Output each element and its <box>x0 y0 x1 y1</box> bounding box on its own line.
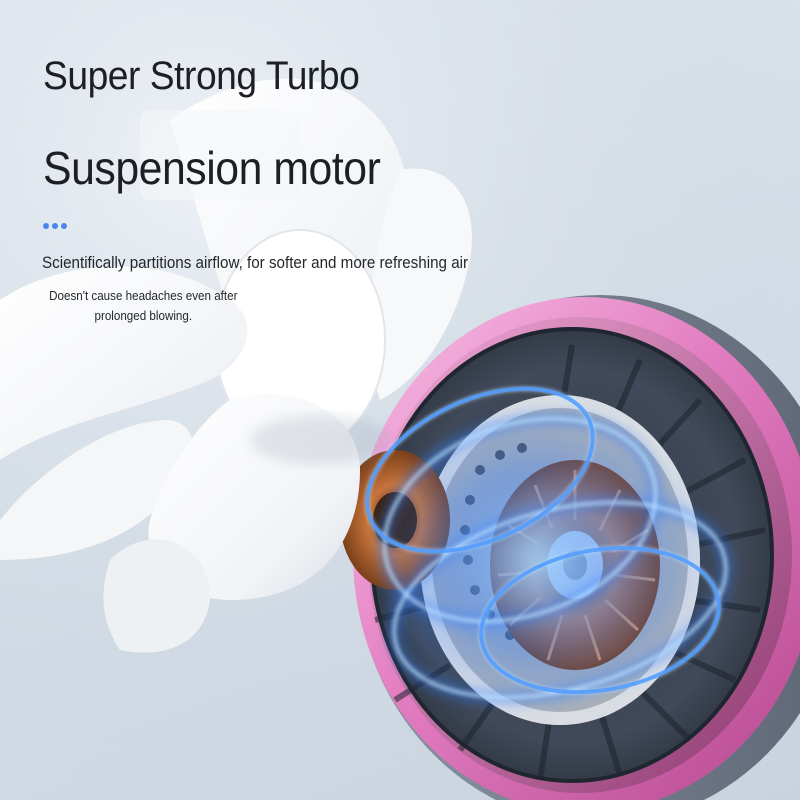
background-tube <box>140 110 300 200</box>
dot <box>52 223 58 229</box>
headline-line-2: Suspension motor <box>43 142 381 194</box>
note-line-2: prolonged blowing. <box>94 309 193 323</box>
three-dots-icon <box>43 223 67 229</box>
subtitle: Scientifically partitions airflow, for s… <box>42 254 469 272</box>
dot <box>61 223 67 229</box>
text-block: Super Strong Turbo Suspension motor Scie… <box>0 0 800 340</box>
dot <box>43 223 49 229</box>
note: Doesn't cause headaches even after prolo… <box>41 286 246 326</box>
note-line-1: Doesn't cause headaches even after <box>49 289 238 303</box>
airflow-swirls <box>365 386 731 710</box>
headline-line-1: Super Strong Turbo <box>43 54 360 98</box>
